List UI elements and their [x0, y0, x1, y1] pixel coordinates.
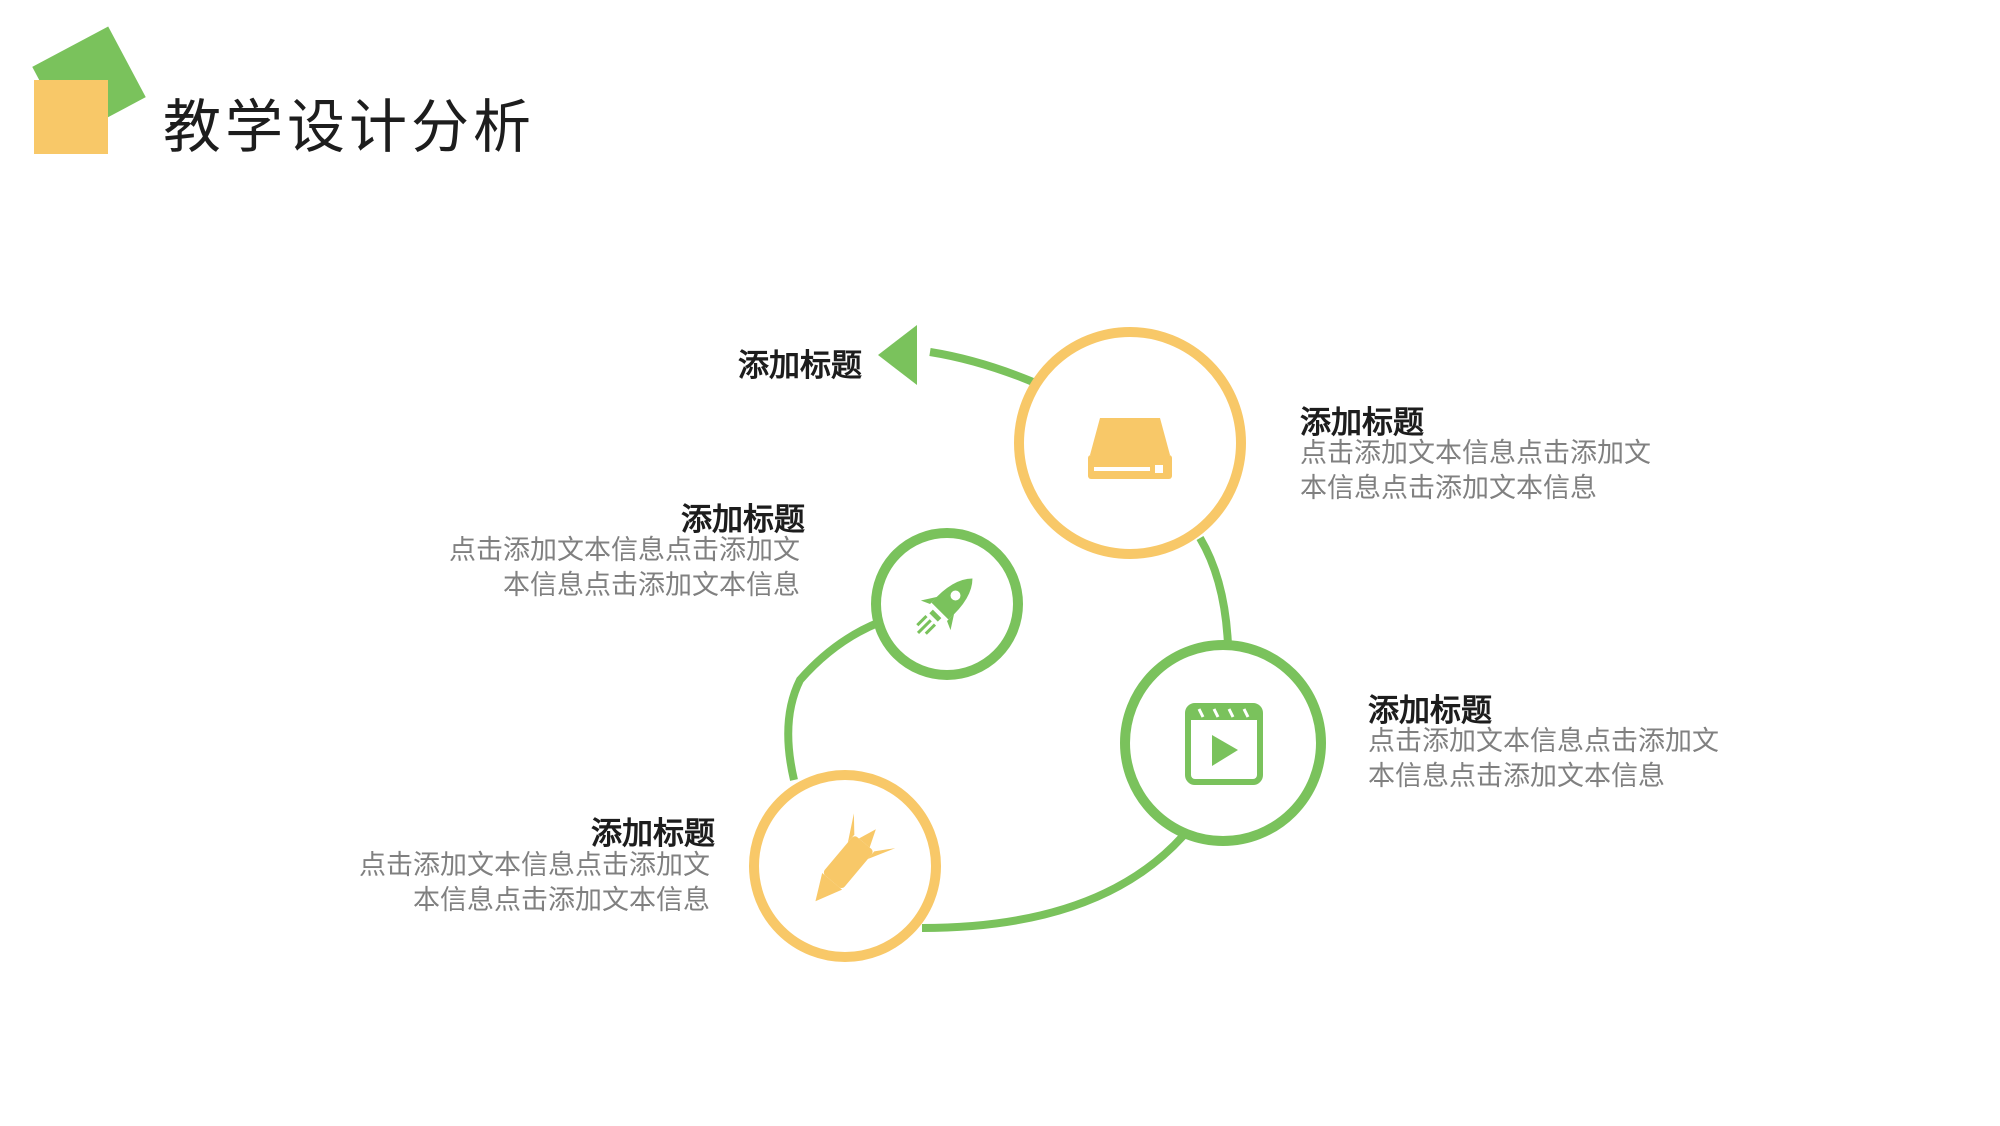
- step-4-title: 添加标题: [681, 502, 805, 538]
- step-3-title: 添加标题: [591, 816, 715, 852]
- step-2-desc-line-1: 点击添加文本信息点击添加文: [1368, 726, 1719, 757]
- step-1-desc-line-2: 本信息点击添加文本信息: [1300, 473, 1597, 504]
- hard-drive-icon: [1088, 418, 1172, 479]
- page-title: 教学设计分析: [163, 93, 536, 161]
- connector-arc-left: [784, 618, 882, 781]
- step-4-desc-line-1: 点击添加文本信息点击添加文: [449, 535, 800, 566]
- logo-yellow-square: [34, 80, 108, 154]
- step-1-description: 点击添加文本信息点击添加文 本信息点击添加文本信息: [1300, 436, 1690, 506]
- step-3-desc-line-1: 点击添加文本信息点击添加文: [359, 850, 710, 881]
- step-1-title: 添加标题: [1300, 405, 1424, 441]
- connector-arc-right: [1196, 535, 1232, 646]
- step-2-title: 添加标题: [1368, 693, 1492, 729]
- step-node-4: [871, 528, 1023, 680]
- connector-arc-top: [929, 348, 1035, 386]
- step-node-3: [749, 770, 941, 962]
- step-node-1: [1014, 327, 1246, 559]
- arrow-head: [878, 325, 917, 385]
- step-1-desc-line-1: 点击添加文本信息点击添加文: [1300, 438, 1651, 469]
- logo-mark: [28, 20, 148, 160]
- step-node-2: [1120, 640, 1326, 846]
- step-4-desc-line-2: 本信息点击添加文本信息: [503, 570, 800, 601]
- rocket-icon: [916, 578, 973, 635]
- step-2-description: 点击添加文本信息点击添加文 本信息点击添加文本信息: [1368, 724, 1758, 794]
- step-2-desc-line-2: 本信息点击添加文本信息: [1368, 761, 1665, 792]
- video-clapper-icon: [1185, 703, 1263, 785]
- arrow-label: 添加标题: [738, 348, 862, 384]
- step-4-description: 点击添加文本信息点击添加文 本信息点击添加文本信息: [410, 533, 800, 603]
- connector-arc-bottom: [921, 833, 1186, 932]
- step-3-desc-line-2: 本信息点击添加文本信息: [413, 885, 710, 916]
- step-3-description: 点击添加文本信息点击添加文 本信息点击添加文本信息: [320, 848, 710, 918]
